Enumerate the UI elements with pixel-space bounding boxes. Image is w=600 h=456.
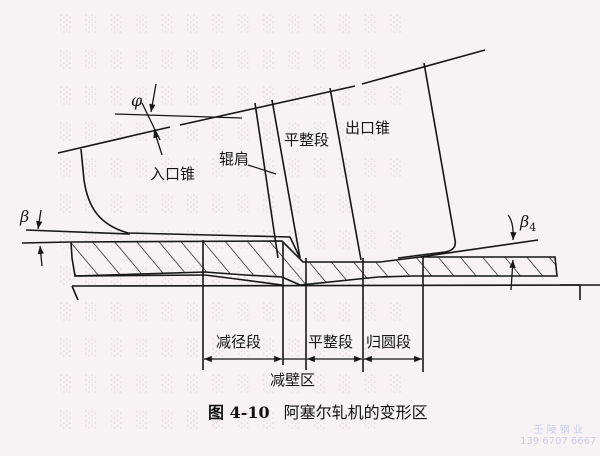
label-entry-cone: 入口锥 — [150, 165, 196, 183]
roll-axis-line — [57, 49, 486, 154]
phi-reference-line — [114, 113, 243, 119]
figure-title: 阿塞尔轧机的变形区 — [283, 403, 428, 422]
mandrel-bar — [71, 284, 600, 301]
angle-beta4: β4 — [520, 212, 537, 235]
flat-exit-boundary — [329, 87, 362, 261]
zone-rounding: 归圆段 — [366, 333, 412, 351]
exit-cone-end — [423, 62, 456, 241]
beta-line-upper — [25, 229, 131, 235]
label-roll-shoulder: 辊肩 — [219, 150, 250, 168]
zone-reducing-diameter: 减径段 — [216, 333, 262, 351]
roll-shoulder-line-1 — [254, 102, 279, 259]
angle-phi: φ — [131, 91, 143, 110]
tube-wall-section — [70, 240, 558, 286]
watermark-phone: 139 6707 6667 — [520, 436, 597, 447]
watermark-company: 壬 陵 钢 业 — [533, 425, 583, 436]
label-exit-cone: 出口锥 — [345, 119, 391, 137]
angle-beta: β — [20, 207, 30, 226]
roll-exit-corner — [397, 239, 457, 259]
figure-number: 图 4-10 — [208, 403, 270, 422]
beta-angle-arrows — [36, 209, 44, 267]
phi-angle-arrows — [141, 83, 163, 156]
beta4-line — [419, 239, 539, 258]
roll-shoulder-line-2 — [271, 99, 301, 259]
zone-wall-reduction: 减壁区 — [270, 371, 316, 389]
beta4-angle-arrows — [507, 214, 517, 291]
watermark: 壬 陵 钢 业 139 6707 6667 — [520, 425, 596, 447]
beta-line-lower — [21, 241, 71, 244]
tube-inner-line — [77, 274, 206, 277]
roll-shoulder-leader — [247, 164, 277, 175]
figure-caption: 图 4-10 阿塞尔轧机的变形区 — [208, 399, 428, 423]
zone-flattening: 平整段 — [308, 333, 354, 351]
label-flat-section: 平整段 — [284, 131, 330, 149]
roll-profile — [80, 148, 301, 259]
